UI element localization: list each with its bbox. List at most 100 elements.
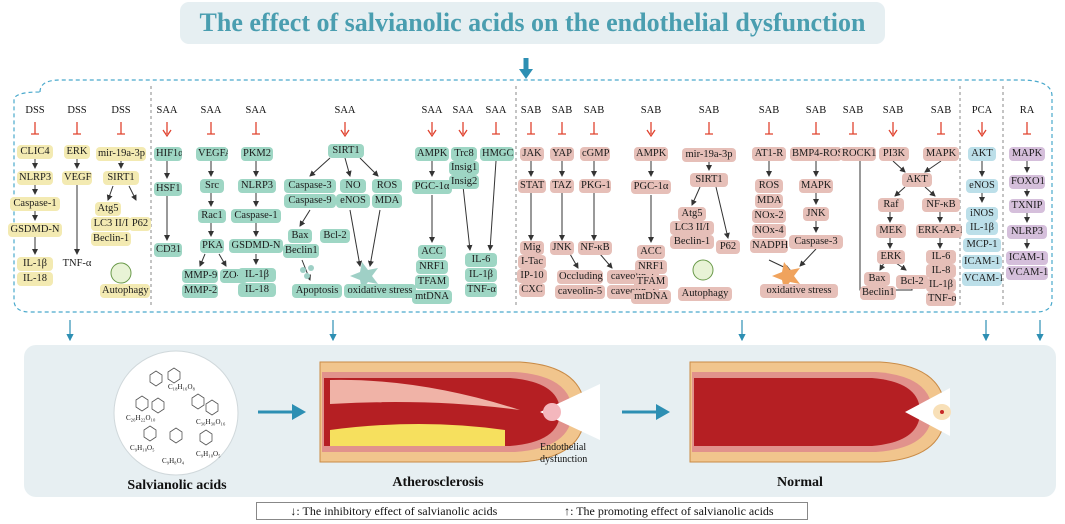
node-trc8: Trc8 — [451, 147, 477, 161]
node-enos-b: eNOS — [966, 179, 998, 193]
formula-5: C₉H₈O₄ — [162, 457, 185, 465]
node-akt-b: AKT — [968, 147, 996, 161]
drug-label-saa-7: SAA — [485, 105, 507, 116]
node-i-tac: I-Tac — [518, 255, 546, 269]
drug-label-sab-9: SAB — [882, 105, 904, 116]
node-ros: ROS — [372, 179, 402, 193]
node-p62-b: P62 — [716, 240, 740, 254]
node-nox-4: NOx-4 — [752, 224, 786, 238]
node-tnf-a-c: TNF-α — [926, 292, 956, 306]
node-jak: JAK — [520, 147, 544, 161]
node-stat: STAT — [518, 179, 546, 193]
drug-label-saa-6: SAA — [452, 105, 474, 116]
node-hif1a: HIF1α — [154, 147, 182, 161]
node-mapk-c: MAPK — [1009, 147, 1045, 161]
node-oxidative-stress-b: oxidative stress — [760, 284, 838, 298]
node-raf: Raf — [878, 198, 904, 212]
node-nf-kb: NF-κB — [578, 241, 612, 255]
node-p62: P62 — [129, 217, 151, 231]
drug-label-saa-2: SAA — [200, 105, 222, 116]
node-ros-b: ROS — [755, 179, 783, 193]
node-caveolin-5: caveolin-5 — [555, 285, 605, 299]
node-bmp4-ros: BMP4-ROS — [790, 147, 842, 161]
node-vcam-1: VCAM-1 — [962, 272, 1002, 286]
node-sirt1-b: SIRT1 — [328, 144, 364, 158]
node-pka: PKA — [200, 239, 224, 253]
drug-label-sab-6: SAB — [758, 105, 780, 116]
label-dysfunction: dysfunction — [540, 454, 588, 465]
node-caspase-1-b: Caspase-1 — [231, 209, 281, 223]
node-beclin1: Beclin1 — [283, 244, 319, 258]
node-sirt1-c: SIRT1 — [690, 173, 728, 187]
node-bcl-2: Bcl-2 — [320, 229, 350, 243]
node-icam-1-b: ICAM-1 — [1006, 251, 1048, 265]
formula-2: C₂₆H₂₂O₁₀ — [126, 414, 156, 422]
node-txnip: TXNIP — [1009, 199, 1045, 213]
node-nlrp3-b: NLRP3 — [238, 179, 276, 193]
drug-label-sab-2: SAB — [551, 105, 573, 116]
node-mda-b: MDA — [755, 194, 783, 208]
node-beclin1-c: Beclin1 — [860, 286, 896, 300]
node-il-18: IL-18 — [17, 272, 53, 286]
node-il-8: IL-8 — [926, 264, 956, 278]
legend-promoting: ↑: The promoting effect of salvianolic a… — [564, 503, 774, 518]
node-occluding: Occluding — [557, 270, 603, 284]
node-pgc-1a: PGC-1α — [412, 180, 452, 194]
title-box: The effect of salvianolic acids on the e… — [180, 2, 885, 44]
formula-4: C₉H₁₀O₅ — [130, 444, 155, 452]
node-ampk-b: AMPK — [634, 147, 668, 161]
node-bax: Bax — [288, 229, 312, 243]
formula-1: C₁₈H₁₆O₈ — [168, 383, 195, 391]
node-mcp-1: MCP-1 — [963, 238, 1001, 252]
node-il-1b-c: IL-1β — [465, 268, 497, 282]
node-acc: ACC — [418, 245, 446, 259]
node-inos: iNOS — [966, 207, 998, 221]
node-yap: YAP — [550, 147, 574, 161]
figure-title: The effect of salvianolic acids on the e… — [199, 8, 866, 37]
node-clic4: CLIC4 — [17, 145, 53, 159]
node-il-1b-e: IL-1β — [966, 221, 998, 235]
node-vegf: VEGF — [62, 171, 92, 185]
drug-label-dss-2: DSS — [67, 105, 87, 116]
node-autophagy-b: Autophagy — [678, 287, 732, 301]
drug-label-ra: RA — [1019, 105, 1035, 116]
node-il-18-b: IL-18 — [238, 283, 276, 297]
node-nrf1-b: NRF1 — [635, 260, 667, 274]
node-il-1b-b: IL-1β — [238, 268, 276, 282]
node-pkg-1: PKG-1 — [579, 179, 611, 193]
node-lc3: LC3 II/I — [91, 217, 131, 231]
drug-label-dss-1: DSS — [25, 105, 45, 116]
label-salvianolic-acids: Salvianolic acids — [127, 478, 227, 493]
node-vegfa: VEGFA — [196, 147, 228, 161]
node-src: Src — [200, 179, 224, 193]
node-nox-2: NOx-2 — [752, 209, 786, 223]
node-cgmp: cGMP — [580, 147, 610, 161]
node-cd31: CD31 — [154, 243, 182, 257]
node-gsdmd-n-b: GSDMD-N — [229, 239, 283, 253]
node-nlrp3-c: NLRP3 — [1007, 225, 1047, 239]
node-vcam-1-b: VCAM-1 — [1006, 266, 1048, 280]
node-autophagy: Autophagy — [100, 284, 150, 298]
drug-label-pca: PCA — [971, 105, 993, 116]
node-gsdmd-n: GSDMD-N — [8, 223, 62, 237]
node-enos: eNOS — [336, 194, 370, 208]
node-il-6-b: IL-6 — [926, 250, 956, 264]
legend-inhibitory: ↓: The inhibitory effect of salvianolic … — [290, 503, 498, 518]
drug-label-saa-1: SAA — [156, 105, 178, 116]
drug-label-saa-3: SAA — [245, 105, 267, 116]
node-caspase-9: Caspase-9 — [284, 194, 336, 208]
node-il-1b-d: IL-1β — [926, 278, 956, 292]
node-bax-b: Bax — [864, 272, 890, 286]
node-pgc-1a-b: PGC-1α — [631, 180, 671, 194]
label-endothelial: Endothelial — [540, 442, 587, 453]
node-erk-ap-1: ERK-AP-1 — [916, 224, 962, 238]
node-caspase-3-b: Caspase-3 — [789, 235, 843, 249]
drug-label-sab-1: SAB — [520, 105, 542, 116]
node-erk-b: ERK — [877, 250, 905, 264]
drug-label-saa-4: SAA — [334, 105, 356, 116]
node-nf-kb-b: NF-κB — [922, 198, 960, 212]
node-pkm2: PKM2 — [241, 147, 273, 161]
node-pi3k: PI3K — [879, 147, 909, 161]
node-at1-r: AT1-R — [752, 147, 786, 161]
